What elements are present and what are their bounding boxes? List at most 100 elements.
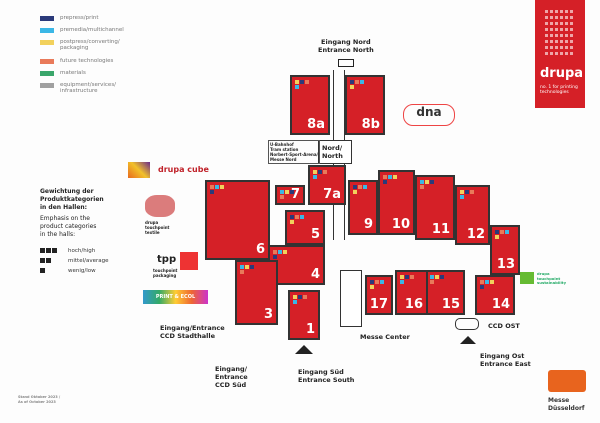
- nord-label: Nord/ North: [322, 144, 343, 160]
- brand-name: drupa: [540, 66, 584, 81]
- entrance-east-label: Eingang Ost Entrance East: [480, 352, 531, 368]
- tpp-label: tpp: [157, 254, 177, 265]
- drupa-logo: drupa no. 1 for printing technologies: [535, 0, 585, 108]
- hall-number: 7a: [323, 187, 341, 202]
- hall-number: 7: [290, 187, 300, 202]
- category-squares: [280, 190, 294, 199]
- ccd-ost: [455, 318, 479, 330]
- hall-number: 16: [404, 297, 423, 312]
- category-squares: [290, 215, 304, 224]
- legend-swatch: [40, 40, 54, 45]
- legend-swatch: [40, 59, 54, 64]
- category-squares: [495, 230, 509, 239]
- hall-5[interactable]: 5: [285, 210, 325, 245]
- tram-station-label: U-Bahnhof Tram station Norbert-Sport-Are…: [268, 140, 321, 164]
- hall-11[interactable]: 11: [415, 175, 455, 240]
- nord-box: Nord/ North: [318, 140, 352, 164]
- hall-number: 6: [255, 242, 265, 257]
- legend-item: future technologies: [40, 58, 150, 64]
- hall-4[interactable]: 4: [268, 245, 325, 285]
- south-arrow-icon: [295, 345, 313, 354]
- hall-13[interactable]: 13: [490, 225, 520, 275]
- weight-item: hoch/high: [40, 248, 150, 255]
- sustainability-label: drupa touchpoint sustainability: [537, 271, 567, 285]
- category-squares: [210, 185, 224, 194]
- category-squares: [430, 275, 444, 284]
- hall-1[interactable]: 1: [288, 290, 320, 340]
- category-squares: [420, 180, 434, 189]
- category-squares: [353, 185, 367, 194]
- legend-item: postpress/converting/ packaging: [40, 39, 150, 51]
- hall-16[interactable]: 16: [395, 270, 428, 315]
- tpp-logo-icon: [180, 252, 198, 270]
- weight-item: mittel/average: [40, 258, 150, 265]
- hall-7[interactable]: 7: [275, 185, 305, 205]
- legend-label: materials: [60, 70, 86, 76]
- category-squares: [295, 80, 309, 89]
- legend-label: premedia/multichannel: [60, 27, 124, 33]
- drupa-cube-logo: [128, 162, 150, 178]
- messe-label: Messe Düsseldorf: [548, 397, 585, 412]
- sustainability-logo-icon: [520, 272, 534, 284]
- legend-item: equipment/services/ infrastructure: [40, 82, 150, 94]
- hall-7a[interactable]: 7a: [308, 165, 346, 205]
- hall-number: 1: [305, 322, 315, 337]
- messe-logo-icon: [548, 370, 586, 392]
- category-squares: [293, 295, 307, 304]
- hall-9[interactable]: 9: [348, 180, 378, 235]
- legend-label: prepress/print: [60, 15, 99, 21]
- entrance-south-label: Eingang Süd Entrance South: [298, 368, 355, 384]
- hall-number: 8a: [307, 117, 325, 132]
- hall-number: 8b: [361, 117, 380, 132]
- hall-number: 11: [431, 222, 450, 237]
- entrance-north-label: Eingang Nord Entrance North: [318, 38, 374, 54]
- legend-label: future technologies: [60, 58, 114, 64]
- weight-label: mittel/average: [68, 258, 109, 264]
- hall-17[interactable]: 17: [365, 275, 393, 315]
- weighting-title-en: Emphasis on the product categories in th…: [40, 215, 97, 238]
- textile-label: drupa touchpoint textile: [145, 220, 170, 235]
- hall-number: 3: [263, 307, 273, 322]
- hall-8b[interactable]: 8b: [345, 75, 385, 135]
- hall-10[interactable]: 10: [378, 170, 415, 235]
- messe-center: [340, 270, 362, 327]
- hall-number: 12: [466, 227, 485, 242]
- category-squares: [480, 280, 494, 289]
- hall-number: 10: [391, 217, 410, 232]
- hall-number: 15: [441, 297, 460, 312]
- hall-8a[interactable]: 8a: [290, 75, 330, 135]
- hall-number: 5: [310, 227, 320, 242]
- weight-label: hoch/high: [68, 248, 96, 254]
- legend-swatch: [40, 28, 54, 33]
- entrance-stadthalle-label: Eingang/Entrance CCD Stadthalle: [160, 324, 225, 340]
- hall-6[interactable]: 6: [205, 180, 270, 260]
- print-ecology-logo: PRINT & ECOL: [143, 290, 208, 304]
- legend-swatch: [40, 16, 54, 21]
- category-squares: [240, 265, 254, 274]
- hall-12[interactable]: 12: [455, 185, 490, 245]
- hall-number: 14: [491, 297, 510, 312]
- category-squares: [383, 175, 397, 184]
- category-squares: [460, 190, 474, 199]
- weight-item: wenig/low: [40, 268, 150, 275]
- category-squares: [273, 250, 287, 259]
- hall-number: 17: [369, 297, 388, 312]
- category-squares: [313, 170, 327, 179]
- east-arrow-icon: [460, 336, 476, 344]
- hall-3[interactable]: 3: [235, 260, 278, 325]
- weight-label: wenig/low: [68, 268, 96, 274]
- legend-item: prepress/print: [40, 15, 150, 21]
- legend-item: premedia/multichannel: [40, 27, 150, 33]
- hall-15[interactable]: 15: [425, 270, 465, 315]
- legend-item: materials: [40, 70, 150, 76]
- textile-logo-icon: [145, 195, 175, 217]
- entrance-ccd-sued-label: Eingang/ Entrance CCD Süd: [215, 365, 248, 389]
- hall-14[interactable]: 14: [475, 275, 515, 315]
- legend-label: postpress/converting/ packaging: [60, 39, 120, 51]
- dna-logo: dna: [403, 104, 455, 126]
- hall-number: 9: [363, 217, 373, 232]
- messe-center-label: Messe Center: [360, 333, 410, 341]
- hall-number: 4: [310, 267, 320, 282]
- north-gate: [338, 59, 354, 67]
